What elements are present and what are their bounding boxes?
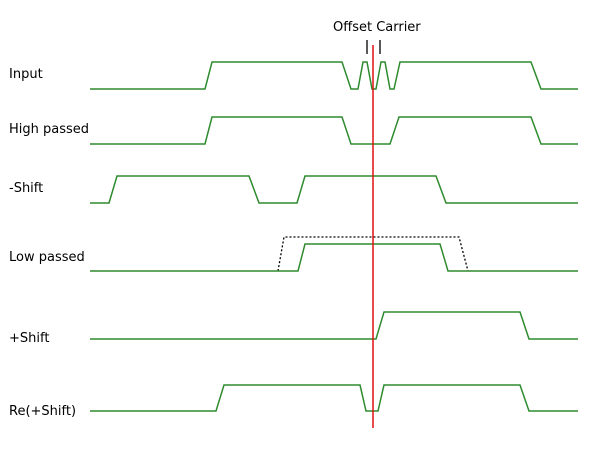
row-label-minus-shift: -Shift (9, 181, 44, 196)
waveform-low-passed-ghost (277, 236, 469, 272)
row-label-re-plus-shift: Re(+Shift) (9, 404, 77, 419)
waveform-re-plus-shift (90, 384, 578, 412)
waveform-plus-shift (90, 311, 578, 340)
waveform-minus-shift (90, 175, 578, 204)
diagram-title: Offset Carrier (333, 20, 421, 35)
row-label-input: Input (9, 67, 43, 82)
waveform-low-passed (90, 243, 578, 272)
row-label-high-passed: High passed (9, 122, 90, 137)
waveform-high-passed (90, 116, 578, 145)
row-label-low-passed: Low passed (9, 250, 85, 265)
row-label-plus-shift: +Shift (9, 331, 50, 346)
waveform-input (90, 61, 578, 90)
